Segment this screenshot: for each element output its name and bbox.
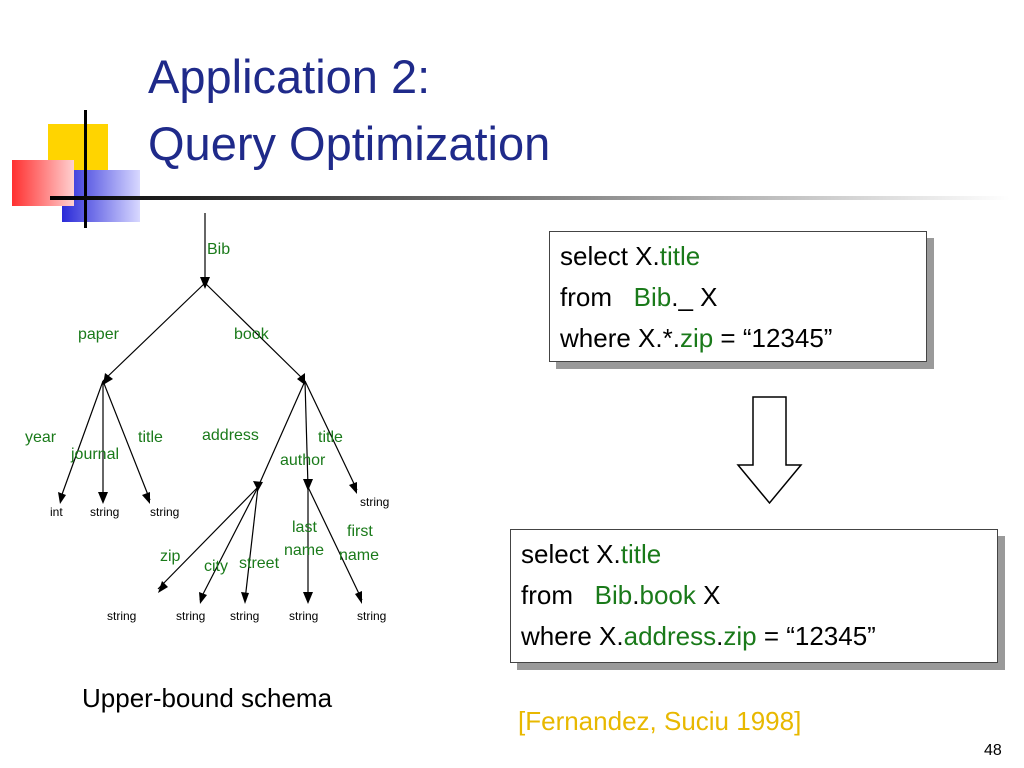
original-select-line: select X.title [560,241,701,271]
optimized-from-line: from Bib.book X [521,580,721,610]
vertical-rule [84,110,87,228]
type-year: int [50,505,63,519]
original-query-box: select X.title from Bib._ X where X.*.zi… [549,231,927,362]
original-where-line: where X.*.zip = “12345” [560,323,833,353]
original-select-field: title [659,241,701,271]
type-city: string [176,609,205,623]
slide-title-line-2: Query Optimization [148,117,551,170]
optimized-query-box: select X.title from Bib.book X where X.a… [510,529,998,663]
edge-book-title: title [318,429,343,446]
edge-address-street: street [239,555,280,572]
edge-first-name-2: name [339,547,379,564]
edge-paper-title: title [138,429,163,446]
edge-book-address: address [202,427,259,444]
original-from-root: Bib [633,282,672,312]
slide-title-line-1: Application 2: [148,50,431,103]
edge-address-zip: zip [160,548,181,565]
tree-root-label: Bib [207,241,230,258]
edge-paper: paper [78,326,120,343]
edge-book-author: author [280,452,326,469]
tree-arrowheads [58,277,362,604]
edge-book: book [234,326,270,343]
type-last-name: string [289,609,318,623]
optimized-select-field: title [620,539,662,569]
optimized-where-line: where X.address.zip = “12345” [521,621,876,651]
optimized-where-path: address [623,621,717,651]
optimized-from-root: Bib [594,580,633,610]
tree-edges [59,213,363,601]
down-arrow-icon [736,396,803,505]
edge-address-city: city [204,558,228,575]
optimized-where-field: zip [723,621,757,651]
edge-paper-journal: journal [70,446,119,463]
type-first-name: string [357,609,386,623]
type-street: string [230,609,259,623]
edge-paper-year: year [25,429,57,446]
title-underline [50,196,1010,200]
optimized-from-path: book [639,580,696,610]
original-where-field: zip [679,323,714,353]
edge-first-name-1: first [347,523,373,540]
optimized-select-line: select X.title [521,539,662,569]
page-number: 48 [984,742,1002,759]
type-book-title: string [360,495,389,509]
type-journal: string [90,505,119,519]
slide-decoration [12,110,1010,228]
citation: [Fernandez, Suciu 1998] [518,706,802,736]
edge-last-name-2: name [284,542,324,559]
schema-tree: Bib paper book year journal title addres… [25,213,389,623]
schema-caption: Upper-bound schema [82,683,333,713]
type-paper-title: string [150,505,179,519]
type-zip: string [107,609,136,623]
original-from-line: from Bib._ X [560,282,718,312]
edge-last-name-1: last [292,519,317,536]
